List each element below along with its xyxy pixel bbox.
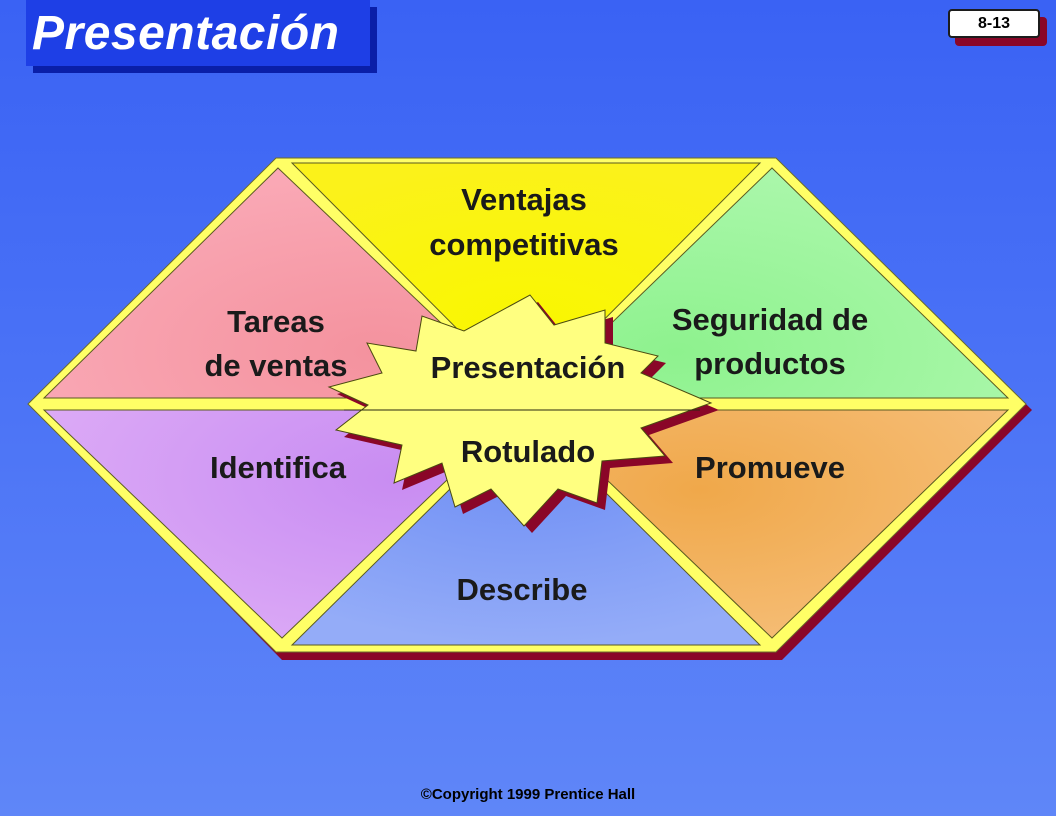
copyright-footer: ©Copyright 1999 Prentice Hall	[0, 786, 1056, 803]
label-upper-right-line2: productos	[694, 346, 846, 381]
slide-number: 8-13	[948, 9, 1040, 38]
slide-title: Presentación	[32, 7, 340, 60]
label-upper-left-line1: Tareas	[227, 304, 325, 339]
label-top-line1: Ventajas	[461, 182, 587, 217]
center-bottom-label: Rotulado	[461, 434, 595, 469]
segment-top	[290, 162, 762, 399]
label-lower-right: Promueve	[695, 450, 845, 485]
label-upper-right-line1: Seguridad de	[672, 302, 868, 337]
label-lower-left: Identifica	[210, 450, 347, 485]
title-box	[26, 0, 370, 66]
segment-upper-right	[532, 167, 1010, 399]
segment-upper-left	[42, 167, 522, 399]
segment-bottom	[290, 413, 762, 646]
label-bottom: Describe	[457, 572, 588, 607]
copyright-symbol: ©	[420, 786, 432, 803]
label-upper-left-line2: de ventas	[204, 348, 347, 383]
label-top-line2: competitivas	[429, 227, 619, 262]
segment-lower-right	[532, 409, 1010, 639]
center-top-label: Presentación	[431, 350, 626, 385]
copyright-text: Copyright 1999 Prentice Hall	[431, 786, 636, 803]
